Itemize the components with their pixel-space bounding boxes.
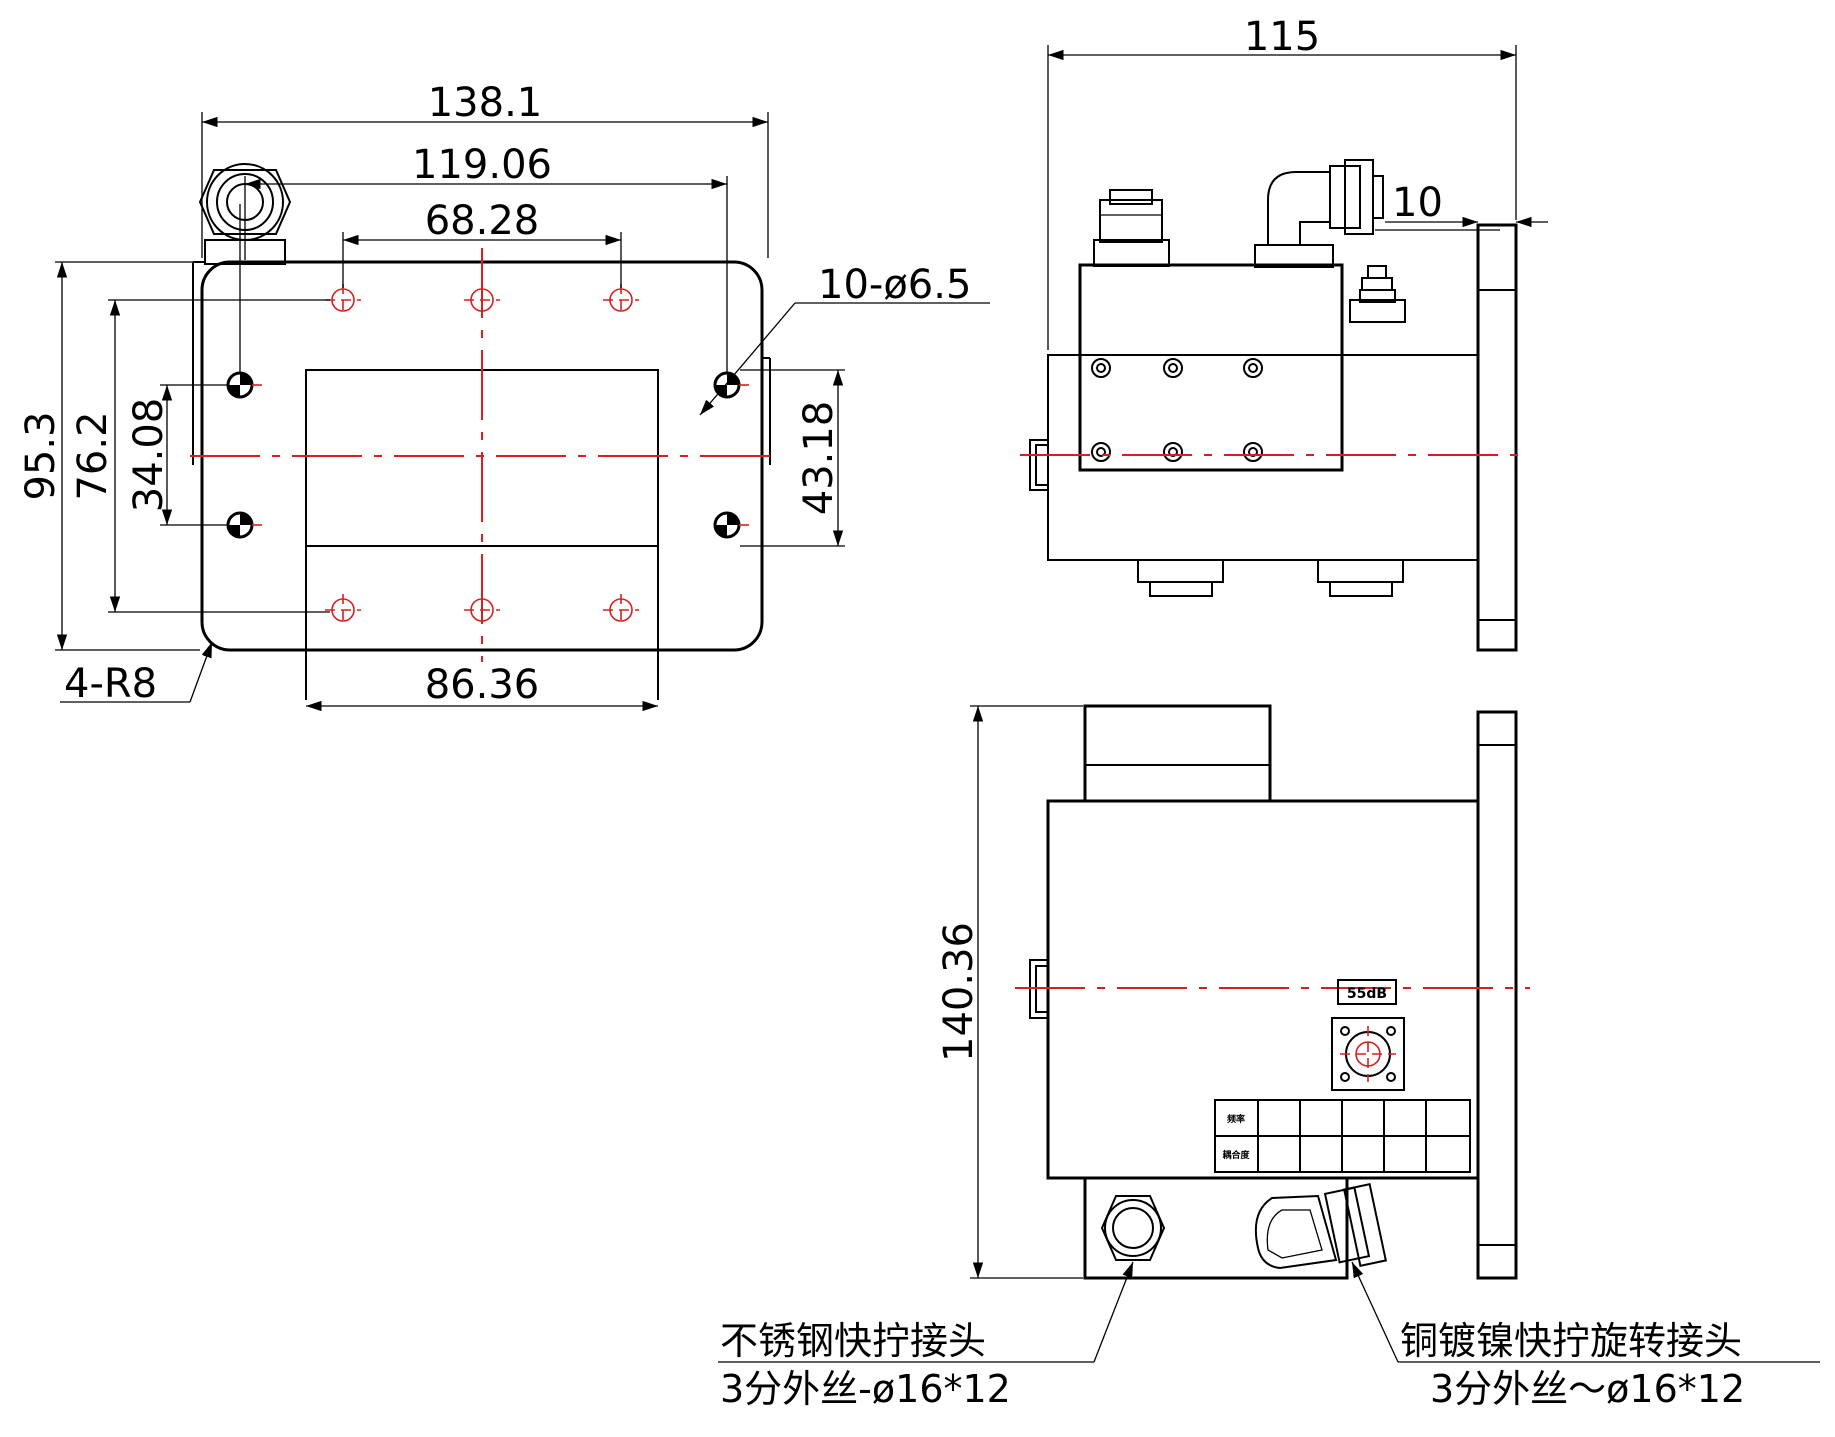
callout-hole-spec: 10-ø6.5 xyxy=(818,262,971,308)
dim-flange-offset: 10 xyxy=(1392,180,1443,226)
callout-left-spec: 3分外丝-ø16*12 xyxy=(720,1367,1011,1411)
hole xyxy=(603,594,639,626)
pin-hole xyxy=(713,371,755,399)
callout-right: 铜镀镍快拧旋转接头 3分外丝～ø16*12 xyxy=(1351,1261,1820,1411)
hole xyxy=(325,594,361,626)
side-screws xyxy=(1091,358,1263,462)
dim-right-slot-height: 43.18 xyxy=(796,401,842,516)
pin-hole xyxy=(226,511,268,539)
side-flange xyxy=(1476,223,1518,652)
side-fitting-right xyxy=(1254,159,1500,268)
dim-overall-height: 95.3 xyxy=(18,411,64,500)
side-coupler-port xyxy=(1349,265,1406,323)
spec-table: 频率 耦合度 xyxy=(1214,1099,1471,1173)
bottom-flange xyxy=(1476,710,1518,1280)
coupling-label: 55dB xyxy=(1347,986,1387,1002)
pin-hole xyxy=(226,371,268,399)
dim-hole-span: 119.06 xyxy=(412,142,552,188)
callout-left: 不锈钢快拧接头 3分外丝-ø16*12 xyxy=(718,1261,1134,1411)
hole xyxy=(464,598,500,622)
dim-inner-height: 76.2 xyxy=(70,411,116,500)
bottom-body xyxy=(1046,799,1480,1180)
callout-right-title: 铜镀镍快拧旋转接头 xyxy=(1400,1319,1742,1363)
bottom-fitting-left xyxy=(1100,1195,1166,1261)
callout-left-title: 不锈钢快拧接头 xyxy=(720,1319,986,1363)
side-bottom-nuts xyxy=(1137,559,1404,597)
pin-hole xyxy=(713,511,755,539)
dim-overall-width: 138.1 xyxy=(428,80,543,126)
bottom-lower-block xyxy=(1083,1176,1349,1280)
dim-window-width: 86.36 xyxy=(425,662,540,708)
side-upper-block xyxy=(1078,263,1344,472)
mounting-holes xyxy=(226,284,755,626)
dim-length: 115 xyxy=(1244,14,1320,60)
table-label-frequency: 频率 xyxy=(1227,1113,1245,1125)
front-view: 138.1 119.06 68.28 10-ø6.5 95.3 76.2 34.… xyxy=(18,80,990,712)
dim-height: 140.36 xyxy=(936,922,982,1062)
hole xyxy=(464,288,500,312)
table-label-coupling: 耦合度 xyxy=(1222,1149,1250,1161)
side-view: 115 10 xyxy=(1020,14,1548,652)
hole xyxy=(603,284,639,316)
bottom-fitting-right xyxy=(1254,1182,1388,1270)
callout-right-spec: 3分外丝～ø16*12 xyxy=(1430,1367,1745,1411)
coupler-port: 55dB xyxy=(1331,979,1405,1091)
dim-left-hole-pitch: 34.08 xyxy=(126,398,172,513)
side-fitting-left xyxy=(1093,189,1170,267)
bottom-view: 55dB 频率 耦合度 xyxy=(936,704,1530,1280)
callout-corner-radius: 4-R8 xyxy=(64,661,157,707)
side-body xyxy=(1047,354,1479,561)
hole xyxy=(325,284,361,316)
dim-top-hole-pitch: 68.28 xyxy=(425,198,540,244)
bottom-top-block xyxy=(1083,704,1272,803)
